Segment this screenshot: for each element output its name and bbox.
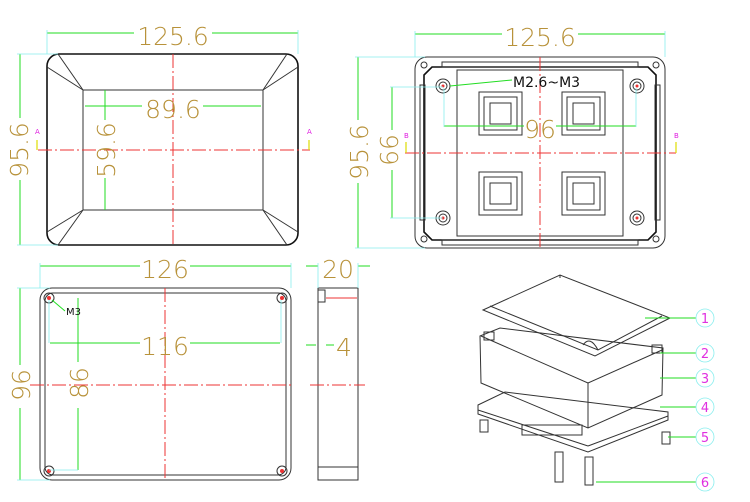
connector-sockets xyxy=(478,91,606,216)
corner-holes xyxy=(420,61,660,243)
balloon-1: 1 xyxy=(695,308,715,328)
svg-text:1: 1 xyxy=(701,312,709,327)
svg-text:5: 5 xyxy=(701,431,709,446)
section-label-left: B xyxy=(404,132,409,140)
profile-holes xyxy=(47,296,284,473)
section-label-right: B xyxy=(674,132,679,140)
offset-dimension: 4 xyxy=(336,333,352,362)
svg-text:2: 2 xyxy=(701,347,709,362)
inner-height-dimension: 59.6 xyxy=(92,122,121,178)
width-dimension: 125.6 xyxy=(137,22,209,51)
profile-view: 126 96 86 116 M3 xyxy=(7,255,292,481)
balloon-6: 6 xyxy=(695,472,715,492)
inner-width-dimension: 89.6 xyxy=(145,95,201,124)
part-body xyxy=(479,327,664,429)
bottom-view: B B 125.6 95.6 66 96 M2.6~M3 xyxy=(345,23,679,249)
hole-vertical-dimension: 66 xyxy=(375,134,404,166)
balloon-leaders xyxy=(596,317,696,483)
svg-text:6: 6 xyxy=(701,476,709,491)
svg-text:4: 4 xyxy=(701,401,709,416)
part-base-plate xyxy=(477,391,669,453)
exploded-view: 1 2 3 4 5 6 xyxy=(477,274,715,492)
section-label-left: A xyxy=(35,128,40,136)
side-outline xyxy=(317,287,359,481)
height-dimension: 95.6 xyxy=(345,124,374,180)
top-view: A A 125.6 89.6 95.6 59.6 xyxy=(5,22,312,246)
balloon-3: 3 xyxy=(695,368,715,388)
height-dimension: 96 xyxy=(7,369,36,401)
part-lid xyxy=(481,274,672,357)
width-dimension: 125.6 xyxy=(504,23,576,52)
width-dimension: 126 xyxy=(141,255,189,284)
screw-note-leader xyxy=(449,79,513,87)
screw-note: M3 xyxy=(66,307,81,318)
part-feet xyxy=(479,419,671,486)
plate-frame xyxy=(423,66,657,241)
balloon-4: 4 xyxy=(695,397,715,417)
hole-horizontal-dimension: 116 xyxy=(141,332,189,361)
hole-vertical-dimension: 86 xyxy=(65,367,94,399)
side-view: 20 4 xyxy=(306,255,370,481)
svg-text:3: 3 xyxy=(701,372,709,387)
depth-dimension: 20 xyxy=(322,255,354,284)
height-dimension: 95.6 xyxy=(5,122,34,178)
cover-bevel-lines xyxy=(46,53,299,246)
balloon-5: 5 xyxy=(695,427,715,447)
hole-horizontal-dimension: 96 xyxy=(524,115,556,144)
balloon-2: 2 xyxy=(695,343,715,363)
section-label-right: A xyxy=(307,128,312,136)
screw-note: M2.6~M3 xyxy=(513,75,580,91)
